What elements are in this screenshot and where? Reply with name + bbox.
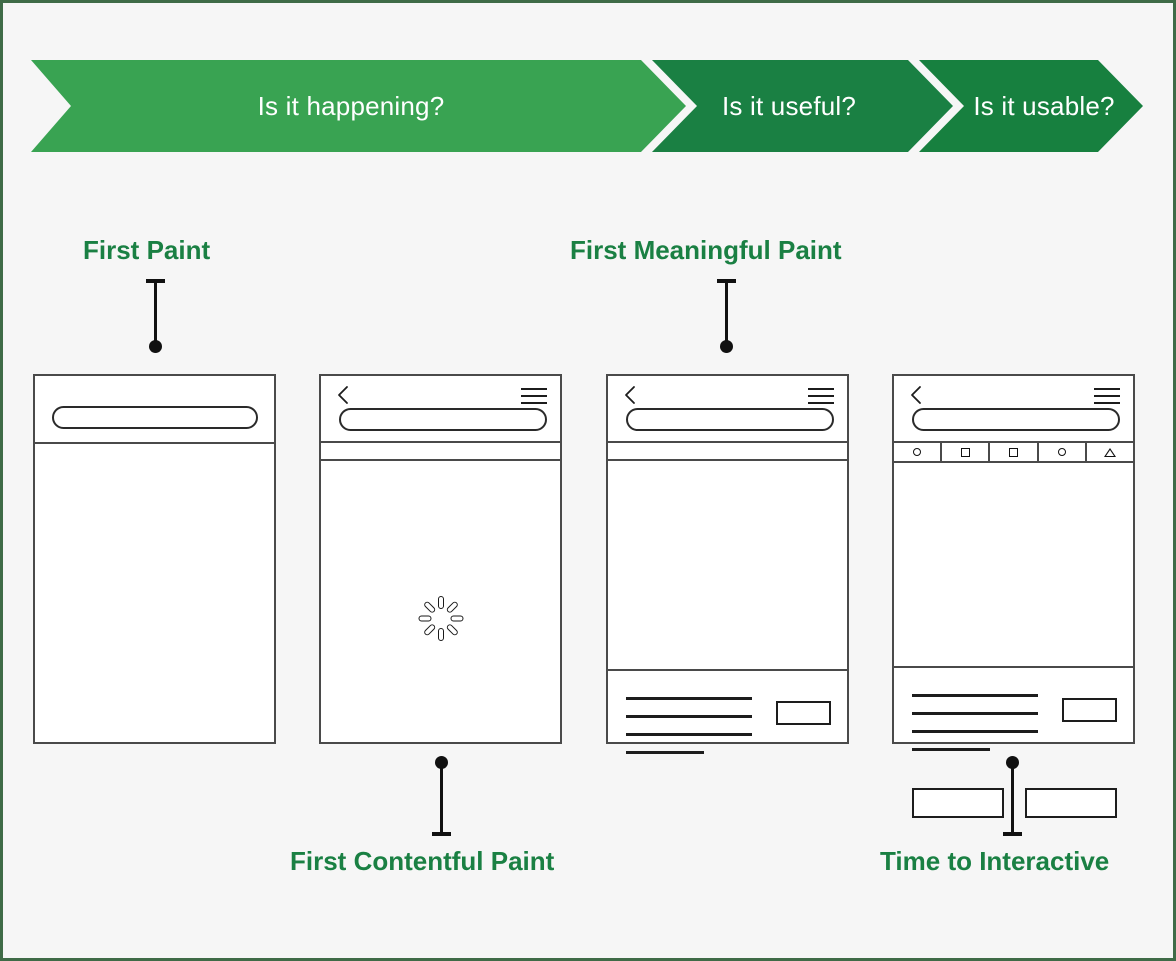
content-divider <box>892 666 1135 668</box>
circle-icon <box>913 448 922 456</box>
toolbar-item-4[interactable] <box>1039 443 1087 461</box>
url-bar-pill[interactable] <box>912 408 1120 431</box>
page-viewport <box>35 444 274 810</box>
connector-first-meaningful-paint <box>711 279 741 353</box>
url-bar-pill[interactable] <box>52 406 258 429</box>
page-viewport <box>321 461 560 827</box>
circle-icon <box>1057 448 1066 456</box>
image-placeholder <box>1062 698 1117 722</box>
text-line <box>912 712 1038 715</box>
banner-segment-is-it-happening[interactable] <box>31 60 686 152</box>
toolbar-item-1[interactable] <box>894 443 943 461</box>
page-viewport <box>892 463 1135 829</box>
connector-first-paint <box>140 279 170 353</box>
connector-dot <box>719 340 733 353</box>
annotation-label-first-meaningful-paint: First Meaningful Paint <box>570 235 842 265</box>
toolbar-item-3[interactable] <box>990 443 1039 461</box>
image-placeholder <box>776 701 831 725</box>
text-line <box>912 730 1038 733</box>
wireframe-icon-toolbar <box>894 443 1133 463</box>
text-line <box>912 694 1038 697</box>
performance-phases-banner: Is it happening? Is it useful? Is it usa… <box>31 60 1143 152</box>
browser-chrome <box>894 376 1133 443</box>
square-icon <box>1009 447 1018 457</box>
back-chevron-icon[interactable] <box>622 384 638 406</box>
text-line <box>626 733 752 736</box>
connector-time-to-interactive <box>997 756 1027 836</box>
connector-dot <box>148 340 162 353</box>
toolbar-item-2[interactable] <box>942 443 991 461</box>
content-divider <box>606 669 849 671</box>
triangle-icon <box>1103 447 1116 457</box>
annotation-label-first-paint: First Paint <box>83 235 211 265</box>
text-line <box>626 697 752 700</box>
browser-chrome <box>35 376 274 444</box>
square-icon <box>960 447 970 457</box>
text-line <box>912 748 990 751</box>
connector-first-contentful-paint <box>426 756 456 836</box>
annotation-label-time-to-interactive: Time to Interactive <box>880 846 1110 876</box>
wireframe-frame-first-meaningful-paint <box>606 374 849 754</box>
loading-spinner-icon <box>418 595 464 641</box>
connector-dot <box>434 756 448 769</box>
text-line-group <box>626 697 752 754</box>
browser-chrome <box>608 376 847 443</box>
hamburger-menu-icon[interactable] <box>1094 388 1120 404</box>
connector-stem <box>1010 764 1014 833</box>
hamburger-menu-icon[interactable] <box>521 388 547 404</box>
secondary-toolbar <box>608 443 847 461</box>
url-bar-pill[interactable] <box>339 408 547 431</box>
connector-stem <box>439 764 443 833</box>
text-line <box>626 715 752 718</box>
wireframe-frame-first-paint <box>33 374 276 744</box>
connector-dot <box>1005 756 1019 769</box>
action-placeholder-left[interactable] <box>912 788 1004 818</box>
connector-stem <box>724 282 728 345</box>
connector-stem <box>153 282 157 345</box>
connector-cap <box>145 279 165 283</box>
wireframe-frame-time-to-interactive <box>892 374 1135 818</box>
connector-cap <box>1002 832 1022 836</box>
secondary-toolbar <box>321 443 560 461</box>
wireframe-frame-first-contentful-paint <box>319 374 562 744</box>
page-viewport <box>606 461 849 827</box>
action-button-row <box>912 788 1117 818</box>
hamburger-menu-icon[interactable] <box>808 388 834 404</box>
browser-chrome <box>321 376 560 443</box>
annotation-label-first-contentful-paint: First Contentful Paint <box>290 846 555 876</box>
connector-cap <box>431 832 451 836</box>
connector-cap <box>716 279 736 283</box>
text-line-group <box>912 694 1038 751</box>
toolbar-item-5[interactable] <box>1087 443 1133 461</box>
back-chevron-icon[interactable] <box>908 384 924 406</box>
action-placeholder-right[interactable] <box>1025 788 1117 818</box>
text-line <box>626 751 704 754</box>
back-chevron-icon[interactable] <box>335 384 351 406</box>
banner-segment-is-it-usable[interactable] <box>919 60 1143 152</box>
banner-segment-is-it-useful[interactable] <box>652 60 953 152</box>
url-bar-pill[interactable] <box>626 408 834 431</box>
